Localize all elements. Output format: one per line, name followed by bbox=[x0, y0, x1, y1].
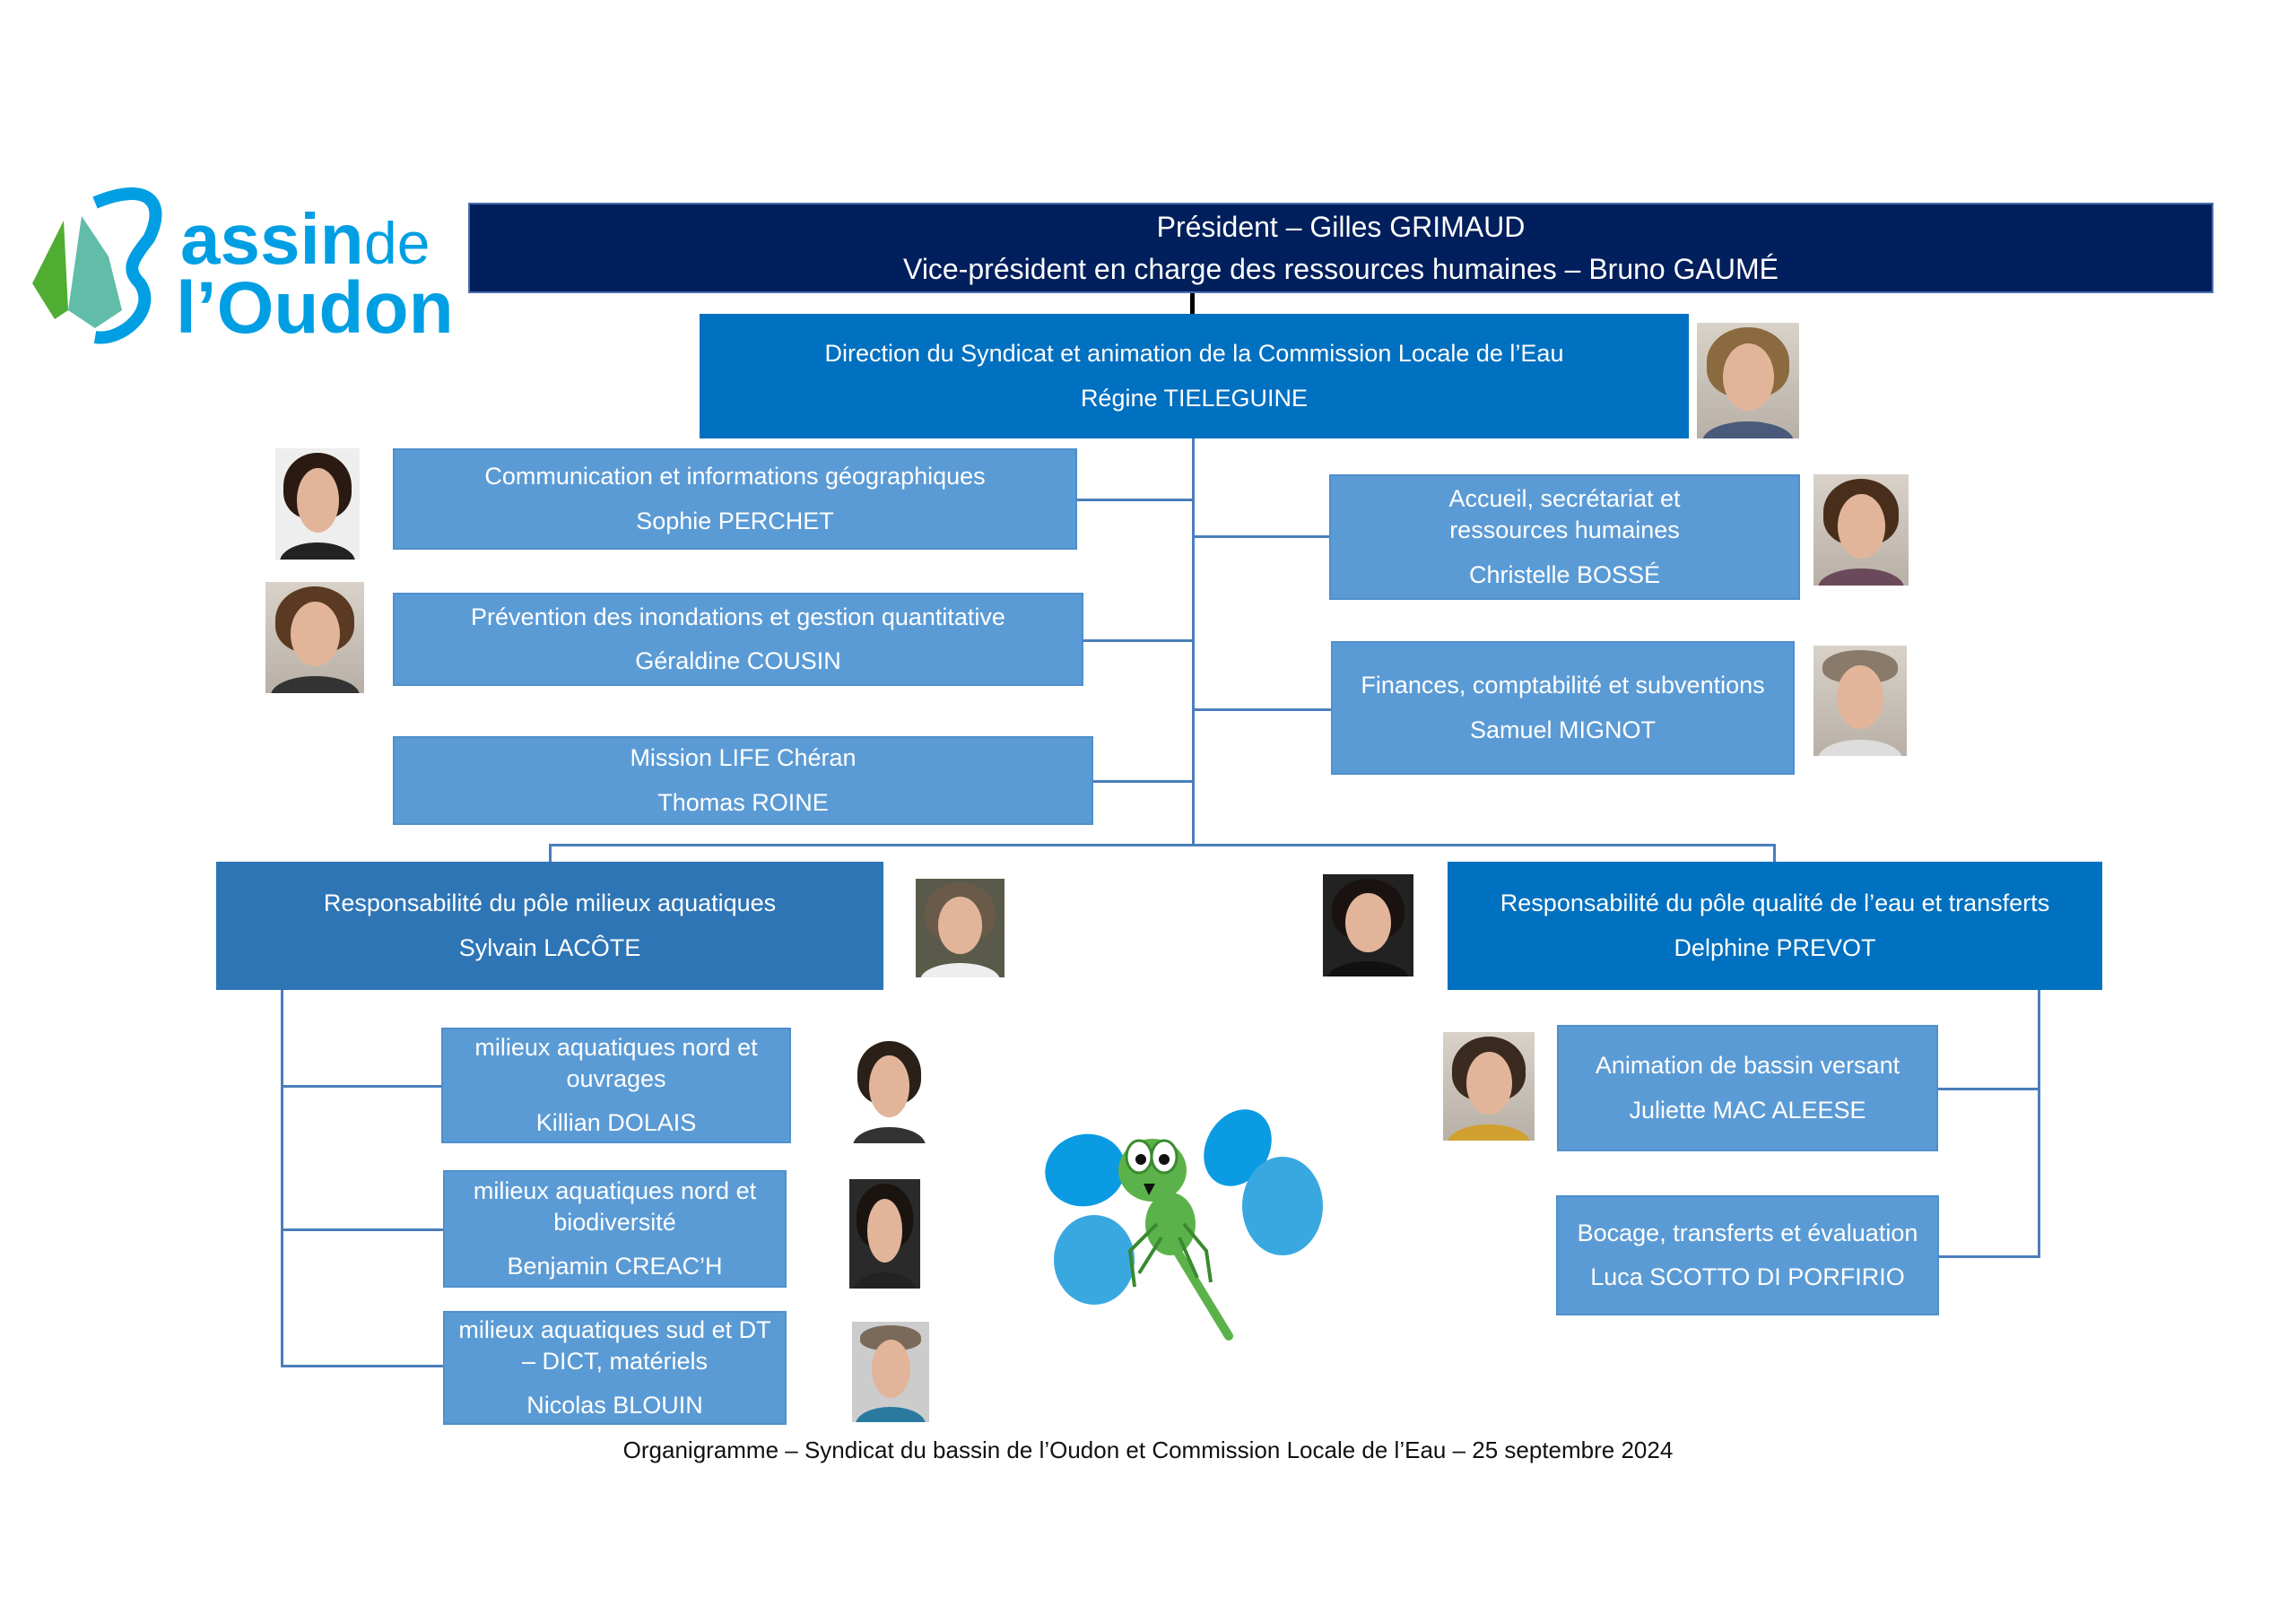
member-box-luca: Bocage, transferts et évaluation Luca SC… bbox=[1556, 1195, 1939, 1315]
person-photo-christelle bbox=[1813, 474, 1909, 586]
member-role: Bocage, transferts et évaluation bbox=[1577, 1219, 1918, 1246]
pole-aquatic-box: Responsabilité du pôle milieux aquatique… bbox=[216, 862, 883, 990]
unit-role: Communication et informations géographiq… bbox=[484, 463, 986, 490]
president-line: Président – Gilles GRIMAUD bbox=[1156, 211, 1526, 244]
connector-juliette bbox=[1938, 1088, 2040, 1090]
connector-pole-quality bbox=[1773, 844, 1776, 862]
connector-accueil bbox=[1193, 535, 1329, 538]
svg-text:l’Oudon: l’Oudon bbox=[176, 267, 454, 349]
pole-quality-box: Responsabilité du pôle qualité de l’eau … bbox=[1448, 862, 2102, 990]
president-box: Président – Gilles GRIMAUD Vice-présiden… bbox=[468, 203, 2213, 293]
person-photo-nicolas bbox=[852, 1322, 929, 1422]
logo-mark-icon: assin de l’Oudon bbox=[32, 187, 454, 349]
connector-luca bbox=[1939, 1255, 2040, 1258]
connector-trunk bbox=[1192, 438, 1195, 846]
unit-role: Prévention des inondations et gestion qu… bbox=[471, 603, 1005, 630]
direction-box: Direction du Syndicat et animation de la… bbox=[700, 314, 1689, 438]
member-name: Benjamin CREAC’H bbox=[507, 1253, 723, 1280]
svg-text:de: de bbox=[364, 210, 430, 276]
connector-prevention bbox=[1083, 639, 1193, 642]
connector-quality-trunk bbox=[2038, 990, 2040, 1258]
connector-aquatic-trunk bbox=[281, 990, 283, 1367]
svg-text:assin: assin bbox=[180, 199, 364, 279]
person-photo-geraldine bbox=[265, 582, 364, 693]
person-photo-benjamin bbox=[849, 1179, 920, 1289]
unit-name: Sophie PERCHET bbox=[636, 507, 834, 534]
dragonfly-icon bbox=[1045, 1109, 1323, 1341]
person-photo-juliette bbox=[1443, 1032, 1535, 1141]
member-name: Killian DOLAIS bbox=[535, 1109, 697, 1137]
connector-killian bbox=[281, 1085, 441, 1088]
member-box-juliette: Animation de bassin versant Juliette MAC… bbox=[1557, 1025, 1938, 1151]
connector-nicolas bbox=[281, 1365, 443, 1367]
member-box-benjamin: milieux aquatiques nord et biodiversité … bbox=[443, 1170, 787, 1288]
unit-box-accueil: Accueil, secrétariat et ressources humai… bbox=[1329, 474, 1800, 600]
member-box-nicolas: milieux aquatiques sud et DT – DICT, mat… bbox=[443, 1311, 787, 1425]
pole-name: Delphine PREVOT bbox=[1674, 933, 1876, 961]
pole-role: Responsabilité du pôle milieux aquatique… bbox=[323, 890, 777, 917]
unit-box-finances: Finances, comptabilité et subventions Sa… bbox=[1331, 641, 1795, 775]
pole-name: Sylvain LACÔTE bbox=[458, 933, 641, 961]
unit-name: Thomas ROINE bbox=[657, 788, 829, 816]
person-photo-regine bbox=[1697, 323, 1799, 438]
unit-box-prevention: Prévention des inondations et gestion qu… bbox=[393, 593, 1083, 686]
member-role: milieux aquatiques nord et ouvrages bbox=[474, 1033, 758, 1092]
member-name: Juliette MAC ALEESE bbox=[1629, 1096, 1866, 1124]
member-box-killian: milieux aquatiques nord et ouvrages Kill… bbox=[441, 1028, 791, 1143]
member-role: milieux aquatiques nord et biodiversité bbox=[473, 1176, 757, 1236]
member-role: Animation de bassin versant bbox=[1595, 1052, 1900, 1080]
connector-benjamin bbox=[281, 1228, 443, 1231]
pole-role: Responsabilité du pôle qualité de l’eau … bbox=[1500, 890, 2050, 917]
person-photo-sophie bbox=[275, 448, 360, 560]
vice-president-line: Vice-président en charge des ressources … bbox=[903, 252, 1779, 285]
connector-communication bbox=[1077, 499, 1193, 501]
chart-caption: Organigramme – Syndicat du bassin de l’O… bbox=[622, 1436, 1674, 1463]
direction-role: Direction du Syndicat et animation de la… bbox=[824, 340, 1564, 368]
unit-role: Finances, comptabilité et subventions bbox=[1361, 672, 1765, 699]
person-photo-samuel bbox=[1813, 646, 1907, 756]
connector-poles bbox=[550, 844, 1776, 846]
unit-box-communication: Communication et informations géographiq… bbox=[393, 448, 1077, 550]
person-photo-killian bbox=[849, 1037, 929, 1143]
member-name: Luca SCOTTO DI PORFIRIO bbox=[1590, 1263, 1905, 1290]
unit-role: Accueil, secrétariat et ressources humai… bbox=[1448, 485, 1681, 544]
unit-name: Géraldine COUSIN bbox=[635, 647, 841, 674]
dragonfly-mascot bbox=[1040, 1107, 1336, 1345]
logo: assin de l’Oudon bbox=[14, 185, 454, 351]
connector-mission bbox=[1093, 780, 1193, 783]
connector-pole-aquatic bbox=[549, 844, 552, 862]
person-photo-sylvain bbox=[916, 879, 1004, 977]
member-role: milieux aquatiques sud et DT – DICT, mat… bbox=[458, 1315, 771, 1375]
unit-box-mission-life: Mission LIFE Chéran Thomas ROINE bbox=[393, 736, 1093, 825]
unit-role: Mission LIFE Chéran bbox=[630, 744, 857, 772]
direction-name: Régine TIELEGUINE bbox=[1080, 384, 1309, 412]
connector-finances bbox=[1193, 708, 1331, 711]
unit-name: Christelle BOSSÉ bbox=[1468, 560, 1661, 588]
unit-name: Samuel MIGNOT bbox=[1469, 716, 1657, 743]
member-name: Nicolas BLOUIN bbox=[526, 1392, 703, 1419]
person-photo-delphine bbox=[1323, 874, 1413, 976]
